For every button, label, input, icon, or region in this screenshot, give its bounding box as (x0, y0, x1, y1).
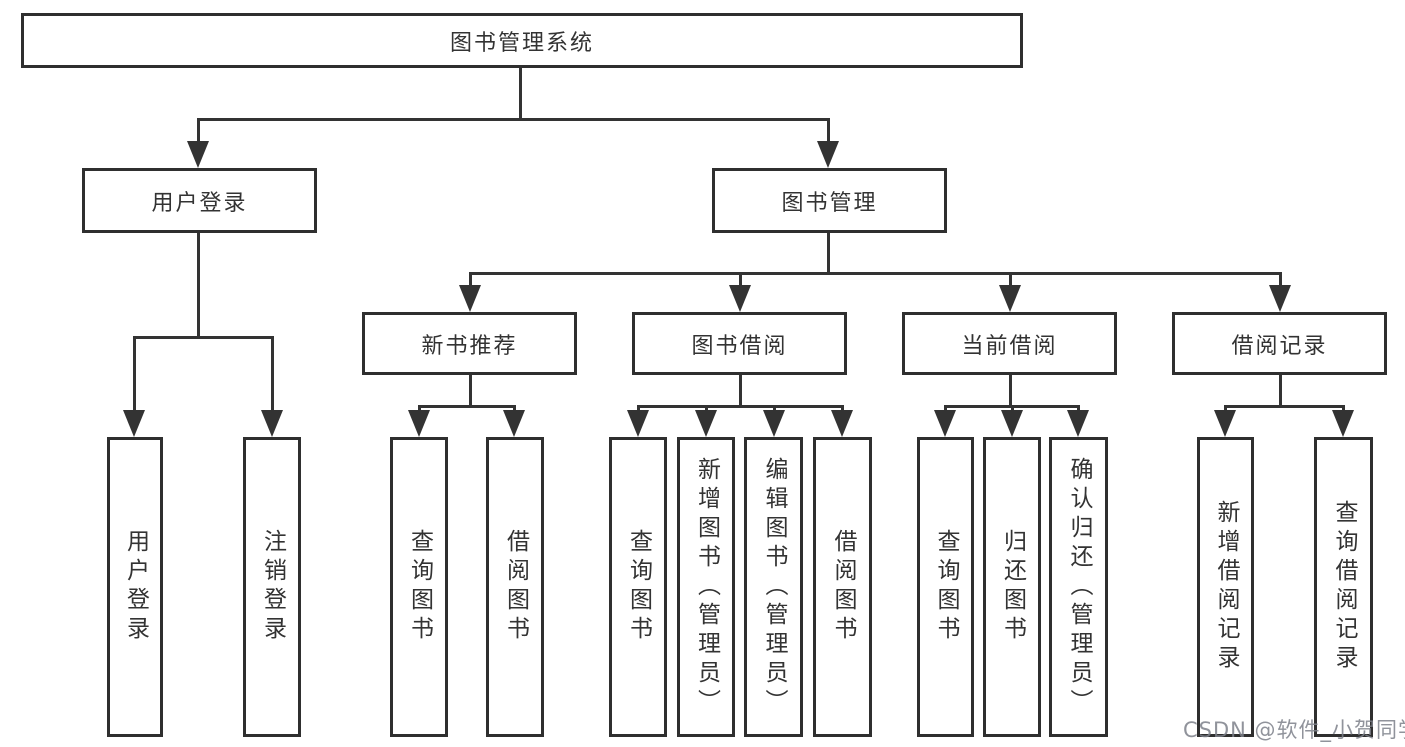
node-label: 借阅记录 (1231, 333, 1328, 359)
arrow-down-icon (503, 410, 525, 437)
connector-line (418, 405, 516, 408)
leaf-user-login: 用户登录 (107, 437, 163, 737)
arrow-down-icon (187, 141, 209, 168)
node-label: 新书推荐 (421, 333, 518, 359)
node-borrowing-records: 借阅记录 (1172, 312, 1387, 375)
connector-line (705, 405, 708, 413)
connector-line (418, 405, 421, 413)
node-new-book-recommend: 新书推荐 (362, 312, 577, 375)
leaf-query-books: 查询图书 (609, 437, 667, 737)
connector-line (1342, 405, 1345, 413)
connector-line (1077, 405, 1080, 413)
arrow-down-icon (934, 410, 956, 437)
connector-line (1224, 405, 1345, 408)
arrow-down-icon (729, 285, 751, 312)
connector-line (1224, 405, 1227, 413)
node-label: 编辑图书（管理员） (761, 456, 787, 718)
arrow-down-icon (695, 410, 717, 437)
csdn-watermark: CSDN @软件_小贺同学 (1183, 718, 1405, 742)
leaf-add-borrow-record: 新增借阅记录 (1197, 437, 1254, 737)
node-label: 新增图书（管理员） (693, 456, 720, 718)
node-label: 查询图书 (406, 529, 433, 645)
arrow-down-icon (123, 410, 145, 437)
node-label: 查询图书 (625, 529, 652, 645)
connector-line (1009, 272, 1012, 288)
leaf-confirm-return-admin: 确认归还（管理员） (1049, 437, 1108, 737)
node-library-system: 图书管理系统 (21, 13, 1023, 68)
leaf-logout: 注销登录 (243, 437, 301, 737)
leaf-return-books: 归还图书 (983, 437, 1041, 737)
arrow-down-icon (261, 410, 283, 437)
arrow-down-icon (408, 410, 430, 437)
connector-line (197, 118, 200, 144)
arrow-down-icon (1332, 410, 1354, 437)
node-label: 图书借阅 (691, 333, 788, 359)
connector-line (513, 405, 516, 413)
leaf-query-borrow-record: 查询借阅记录 (1314, 437, 1373, 737)
node-label: 图书管理系统 (449, 30, 594, 56)
node-label: 用户登录 (151, 190, 248, 216)
connector-line (827, 233, 830, 275)
connector-line (827, 118, 830, 144)
connector-line (637, 405, 844, 408)
arrow-down-icon (999, 285, 1021, 312)
leaf-borrow-books: 借阅图书 (486, 437, 544, 737)
arrow-down-icon (763, 410, 785, 437)
connector-line (773, 405, 776, 413)
connector-line (1279, 375, 1282, 408)
node-current-borrowing: 当前借阅 (902, 312, 1117, 375)
connector-line (133, 336, 274, 339)
node-label: 确认归还（管理员） (1066, 456, 1092, 718)
arrow-down-icon (1269, 285, 1291, 312)
connector-line (841, 405, 844, 413)
connector-line (519, 68, 522, 121)
connector-line (469, 272, 472, 288)
node-label: 当前借阅 (961, 333, 1058, 359)
connector-line (197, 233, 200, 339)
leaf-add-books-admin: 新增图书（管理员） (677, 437, 735, 737)
connector-line (197, 118, 830, 121)
node-book-borrowing: 图书借阅 (632, 312, 847, 375)
leaf-query-books: 查询图书 (917, 437, 974, 737)
node-label: 查询借阅记录 (1331, 500, 1357, 674)
node-label: 借阅图书 (830, 529, 856, 645)
node-label: 注销登录 (259, 529, 286, 645)
node-label: 新增借阅记录 (1213, 500, 1239, 674)
connector-line (1009, 375, 1012, 408)
arrow-down-icon (831, 410, 853, 437)
connector-line (739, 375, 742, 408)
node-user-login: 用户登录 (82, 168, 317, 233)
node-book-management: 图书管理 (712, 168, 947, 233)
arrow-down-icon (817, 141, 839, 168)
arrow-down-icon (1067, 410, 1089, 437)
leaf-query-books: 查询图书 (390, 437, 448, 737)
leaf-borrow-books: 借阅图书 (813, 437, 872, 737)
connector-line (469, 375, 472, 408)
connector-line (271, 336, 274, 413)
node-label: 图书管理 (781, 190, 878, 216)
connector-line (1011, 405, 1014, 413)
arrow-down-icon (459, 285, 481, 312)
node-label: 借阅图书 (502, 529, 529, 645)
arrow-down-icon (1214, 410, 1236, 437)
connector-line (944, 405, 947, 413)
node-label: 查询图书 (933, 529, 959, 645)
connector-line (637, 405, 640, 413)
leaf-edit-books-admin: 编辑图书（管理员） (744, 437, 803, 737)
connector-line (1279, 272, 1282, 288)
node-label: 用户登录 (122, 529, 149, 645)
connector-line (739, 272, 742, 288)
connector-line (469, 272, 1282, 275)
connector-line (133, 336, 136, 413)
arrow-down-icon (627, 410, 649, 437)
arrow-down-icon (1001, 410, 1023, 437)
node-label: 归还图书 (999, 529, 1026, 645)
